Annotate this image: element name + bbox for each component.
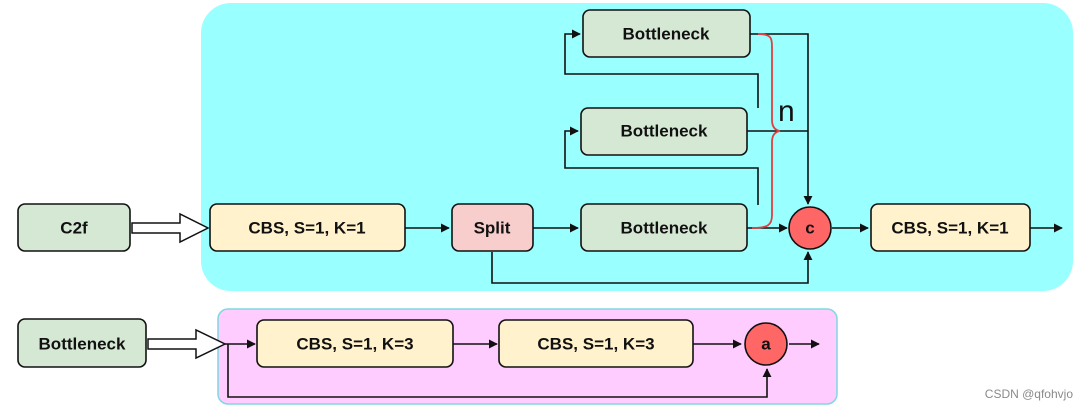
edge-bottleneck-top-to-concat bbox=[750, 33, 813, 205]
add-label: a bbox=[761, 335, 771, 354]
split-label: Split bbox=[474, 219, 511, 238]
cbs-out-box bbox=[870, 203, 1031, 252]
bn-cbs2-label: CBS, S=1, K=3 bbox=[537, 335, 654, 354]
bn-cbs1-label: CBS, S=1, K=3 bbox=[296, 335, 413, 354]
bottleneck-main-label: Bottleneck bbox=[621, 219, 708, 238]
bn-input-label: Bottleneck bbox=[39, 335, 126, 354]
concat-label: c bbox=[805, 219, 814, 238]
bn-input-box bbox=[17, 318, 147, 368]
cbs-in-label: CBS, S=1, K=1 bbox=[248, 219, 365, 238]
add-node bbox=[744, 322, 788, 366]
bottleneck-main-box bbox=[580, 203, 748, 252]
bottleneck-top-label: Bottleneck bbox=[623, 25, 710, 44]
bn-cbs1-box bbox=[256, 319, 454, 368]
cbs-out-label: CBS, S=1, K=1 bbox=[891, 219, 1008, 238]
edge-bottleneck-mid-to-top bbox=[564, 29, 759, 108]
bn-cbs2-box bbox=[498, 319, 694, 368]
edge-split-shortcut-to-concat bbox=[491, 251, 813, 284]
edge-bn-residual bbox=[227, 344, 772, 398]
c2f-input-hollow-arrow bbox=[131, 212, 210, 244]
repeat-brace bbox=[751, 33, 781, 229]
c2f-input-label: C2f bbox=[60, 219, 88, 238]
split-box bbox=[451, 203, 534, 252]
bottleneck-mid-label: Bottleneck bbox=[621, 122, 708, 141]
bottleneck-mid-box bbox=[580, 107, 748, 156]
watermark: CSDN @qfohvjo bbox=[985, 387, 1074, 401]
concat-node bbox=[788, 206, 832, 250]
edge-bottleneck-main-to-mid bbox=[564, 126, 759, 205]
cbs-in-box bbox=[209, 203, 406, 252]
c2f-input-box bbox=[17, 203, 131, 252]
bottleneck-input-hollow-arrow bbox=[147, 328, 227, 360]
bottleneck-top-box bbox=[582, 9, 751, 58]
repeat-count-label: n bbox=[778, 95, 795, 128]
